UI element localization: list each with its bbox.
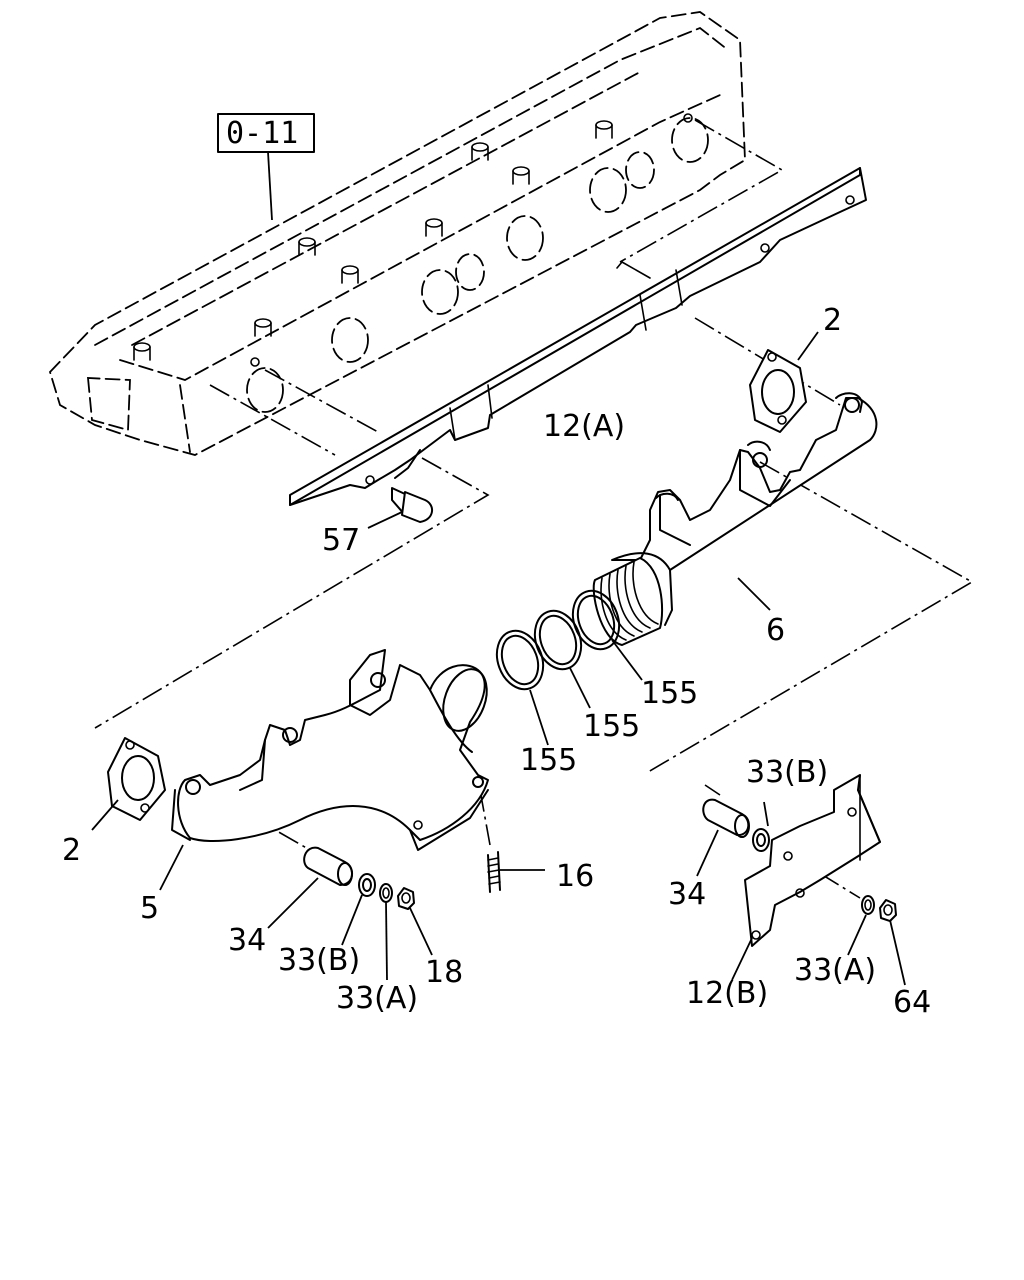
callout-155-c: 155 (520, 743, 577, 778)
callout-33a-right: 33(A) (794, 953, 876, 988)
cylinder-head-phantom (48, 11, 746, 456)
callout-18: 18 (425, 955, 463, 990)
callout-16: 16 (556, 859, 594, 894)
stud-16 (487, 851, 545, 893)
gasket-2-left (91, 737, 166, 831)
callout-33b-left: 33(B) (278, 943, 360, 978)
callout-33a-left: 33(A) (336, 981, 418, 1016)
seal-rings-155 (495, 589, 643, 746)
callout-2-left: 2 (62, 833, 81, 868)
callout-12b: 12(B) (686, 976, 768, 1011)
heat-shield-lower (731, 774, 881, 981)
callout-34-right: 34 (668, 877, 706, 912)
front-exhaust-manifold (159, 649, 489, 891)
callout-57: 57 (322, 523, 360, 558)
callout-64: 64 (893, 985, 931, 1020)
spacer-washer-nut-left (267, 846, 433, 981)
callout-155-b: 155 (583, 709, 640, 744)
bolt-57 (367, 487, 433, 529)
callout-155-a: 155 (641, 676, 698, 711)
gasket-2-right (749, 331, 819, 433)
callout-5: 5 (140, 891, 159, 926)
callout-33b-right: 33(B) (746, 755, 828, 790)
spacer-washer-nut-right (696, 798, 906, 986)
heat-shield-upper (289, 167, 867, 506)
reference-label: 0-11 (226, 116, 298, 151)
callout-12a: 12(A) (543, 409, 625, 444)
reference-box[interactable]: 0-11 (217, 113, 315, 221)
callout-2-right: 2 (823, 303, 842, 338)
callout-34-left: 34 (228, 923, 266, 958)
rear-exhaust-manifold (592, 392, 878, 646)
callout-labels: 2 12(A) 57 6 155 155 155 33(B) 2 5 16 34… (62, 303, 931, 1020)
callout-6: 6 (766, 613, 785, 648)
